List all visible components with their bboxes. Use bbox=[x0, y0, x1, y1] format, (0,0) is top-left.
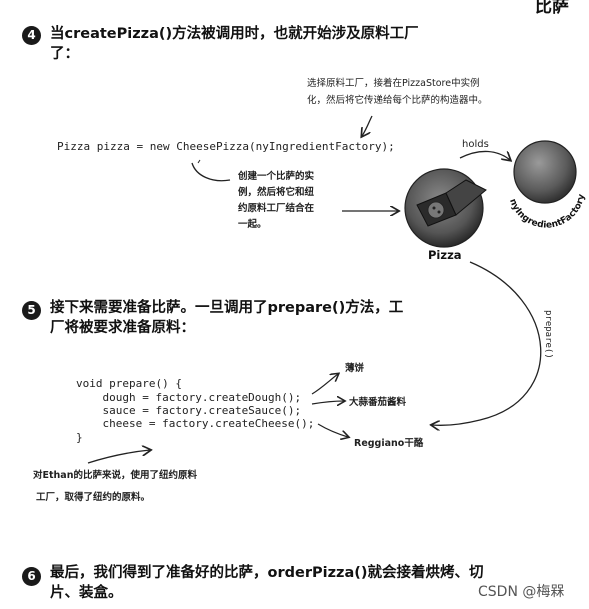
pizza-label: Pizza bbox=[428, 248, 462, 262]
step-6-text-line2: 片、装盒。 bbox=[50, 585, 123, 601]
prepare-label: prepare() bbox=[543, 310, 553, 359]
factory-icon bbox=[513, 140, 577, 204]
code-prepare-line1: void prepare() { bbox=[76, 377, 182, 390]
step-4-text-line1: 当createPizza()方法被调用时，也就开始涉及原料工厂 bbox=[50, 26, 419, 42]
pizza-box-icon bbox=[416, 179, 487, 227]
arrow-note-to-code bbox=[362, 115, 373, 136]
note-create-instance-line4: 一起。 bbox=[238, 219, 267, 230]
arrow-holds bbox=[459, 150, 510, 160]
arrow-dough bbox=[311, 374, 338, 395]
step-4-text-line2: 了： bbox=[50, 46, 79, 62]
arrow-cheese bbox=[317, 423, 348, 437]
step-4-badge: 4 bbox=[22, 26, 41, 45]
holds-label: holds bbox=[462, 139, 489, 150]
code-prepare-line2: dough = factory.createDough(); bbox=[76, 391, 302, 404]
note-ethan-line1: 对Ethan的比萨来说，使用了纽约原料 bbox=[33, 470, 197, 481]
ingredient-dough-note: 薄饼 bbox=[345, 363, 365, 374]
arrow-code-to-note bbox=[191, 162, 231, 182]
note-factory-choice-line2: 化，然后将它传递给每个比萨的构造器中。 bbox=[307, 95, 488, 106]
step-5-badge: 5 bbox=[22, 301, 41, 320]
code-prepare-line4: cheese = factory.createCheese(); bbox=[76, 417, 315, 430]
step-6-badge: 6 bbox=[22, 567, 41, 586]
ingredient-cheese-note: Reggiano干酪 bbox=[354, 438, 424, 449]
code-prepare-line3: sauce = factory.createSauce(); bbox=[76, 404, 302, 417]
arrow-sauce bbox=[311, 401, 344, 404]
arrow-ethan bbox=[87, 450, 150, 464]
section-heading-fragment: 比萨 bbox=[535, 0, 569, 17]
step-5-text-line1: 接下来需要准备比萨。一旦调用了prepare()方法，工 bbox=[50, 300, 404, 316]
note-create-instance-line3: 约原料工厂结合在 bbox=[238, 203, 315, 214]
code-prepare-line5: } bbox=[76, 431, 83, 444]
step-5-text-line2: 厂将被要求准备原料： bbox=[50, 320, 195, 336]
code-create-pizza: Pizza pizza = new CheesePizza(nyIngredie… bbox=[57, 140, 395, 153]
arrow-prepare bbox=[432, 261, 542, 425]
step-6-text-line1: 最后，我们得到了准备好的比萨，orderPizza()就会接着烘烤、切 bbox=[50, 565, 484, 581]
ingredient-sauce-note: 大蒜番茄酱料 bbox=[349, 397, 407, 408]
note-ethan-line2: 工厂，取得了纽约的原料。 bbox=[36, 492, 151, 503]
watermark: CSDN @梅槑 bbox=[478, 584, 565, 600]
note-create-instance-line1: 创建一个比萨的实 bbox=[238, 171, 315, 182]
note-factory-choice-line1: 选择原料工厂，接着在PizzaStore中实例 bbox=[307, 78, 480, 89]
note-create-instance-line2: 例，然后将它和纽 bbox=[238, 187, 315, 198]
